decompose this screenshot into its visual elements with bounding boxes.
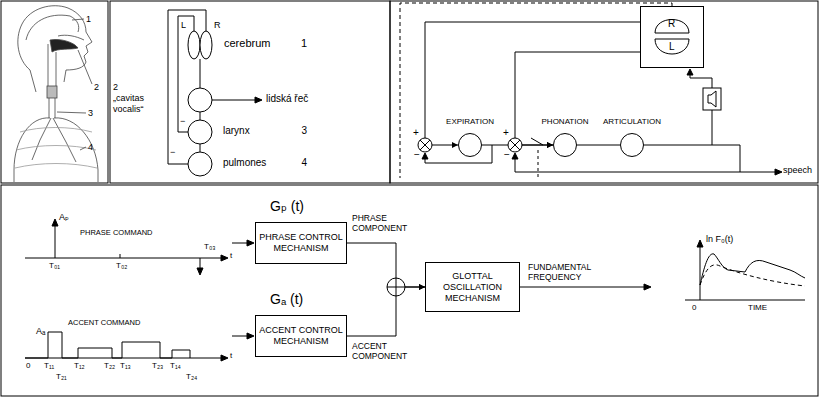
node-text: Gₚ (t)	[270, 198, 304, 215]
sign: −	[414, 149, 420, 161]
process-box: Gₐ (t)ACCENT CONTROL MECHANISM	[255, 315, 347, 357]
node-text: „cavitas vocalis“	[113, 93, 165, 115]
output-label: speech	[783, 165, 812, 176]
node-text: 3	[301, 125, 307, 137]
axis-label: t	[230, 351, 232, 361]
node-text: 2	[113, 82, 118, 93]
hemisphere-label: L	[181, 20, 186, 31]
node-text: larynx	[223, 125, 250, 137]
sign: −	[170, 147, 175, 158]
connector	[200, 59, 201, 88]
signal-label: FUNDAMENTAL FREQUENCY	[528, 262, 628, 282]
node-text: GLOTTAL OSCILLATION MECHANISM	[426, 271, 519, 304]
axis-label: t	[230, 251, 232, 261]
axis-label: T₂₁	[56, 372, 67, 382]
process-circle: ARTICULATION	[620, 133, 644, 157]
axis-label: TIME	[748, 303, 767, 313]
callout-number: 4	[88, 142, 93, 153]
connector	[347, 243, 425, 290]
callout-number: 2	[94, 82, 99, 93]
process-circle: EXPIRATION	[458, 133, 482, 157]
axis-label: 0	[692, 303, 696, 313]
callout-number: 1	[86, 14, 91, 25]
process-box: Gₚ (t)PHRASE CONTROL MECHANISM	[255, 222, 347, 264]
connector	[425, 22, 640, 148]
axis-label: T₀₃	[204, 242, 215, 252]
node-text: PHRASE CONTROL MECHANISM	[256, 232, 346, 254]
plot-title: PHRASE COMMAND	[80, 228, 153, 237]
node-outline	[641, 7, 705, 69]
node-text: R	[668, 18, 675, 30]
hemisphere-label: R	[214, 20, 221, 31]
sign: +	[503, 127, 509, 139]
connector	[515, 52, 640, 148]
axis-label: T₀₁	[49, 261, 60, 271]
node-text: 4	[301, 157, 307, 169]
axis-label: T₂₄	[186, 372, 197, 382]
axis-label: T₁₄	[170, 361, 181, 371]
axis-label: T₀₂	[116, 261, 127, 271]
node-text: L	[669, 41, 675, 53]
axis-label: T₂₂	[104, 361, 115, 371]
axis-label: T₁₃	[120, 361, 131, 371]
sign: +	[413, 127, 419, 139]
axis-label: 0	[26, 361, 30, 371]
connector	[200, 112, 201, 120]
callout-number: 3	[88, 108, 93, 119]
axis-label: T₂₃	[152, 361, 163, 371]
node-text: Gₐ (t)	[270, 291, 303, 308]
node-text: 1	[301, 37, 307, 50]
process-circle: PHONATION	[553, 133, 577, 157]
axis-label: Aₐ	[36, 326, 45, 337]
axis-label: T₁₂	[74, 361, 85, 371]
sign: −	[180, 116, 185, 127]
sign: −	[504, 149, 510, 161]
connector	[347, 284, 425, 336]
node-text: ACCENT CONTROL MECHANISM	[256, 325, 346, 347]
signal-label: ACCENT COMPONENT	[352, 341, 414, 361]
plot-title: ACCENT COMMAND	[68, 318, 140, 327]
axis-label: T₁₁	[44, 361, 54, 371]
process-box: GLOTTAL OSCILLATION MECHANISM	[425, 262, 520, 312]
node-text: PHONATION	[542, 117, 589, 127]
organ-circle: 2„cavitas vocalis“	[113, 82, 213, 118]
output-label: lidská řeč	[266, 93, 308, 105]
brain-box: RL	[640, 6, 704, 68]
connector	[200, 144, 201, 152]
connector	[577, 145, 620, 146]
node-text: EXPIRATION	[446, 117, 494, 127]
signal-label: PHRASE COMPONENT	[352, 213, 414, 233]
axis-label: ln F₀(t)	[706, 234, 733, 245]
organ-circle: larynx 3	[187, 120, 309, 144]
organ-block: cerebrum 1	[186, 30, 311, 60]
axis-label: Aₚ	[59, 212, 69, 223]
organ-circle: pulmones 4	[187, 152, 309, 176]
node-text: ARTICULATION	[603, 117, 661, 127]
node-text: pulmones	[223, 157, 266, 169]
node-text: cerebrum	[224, 37, 270, 50]
